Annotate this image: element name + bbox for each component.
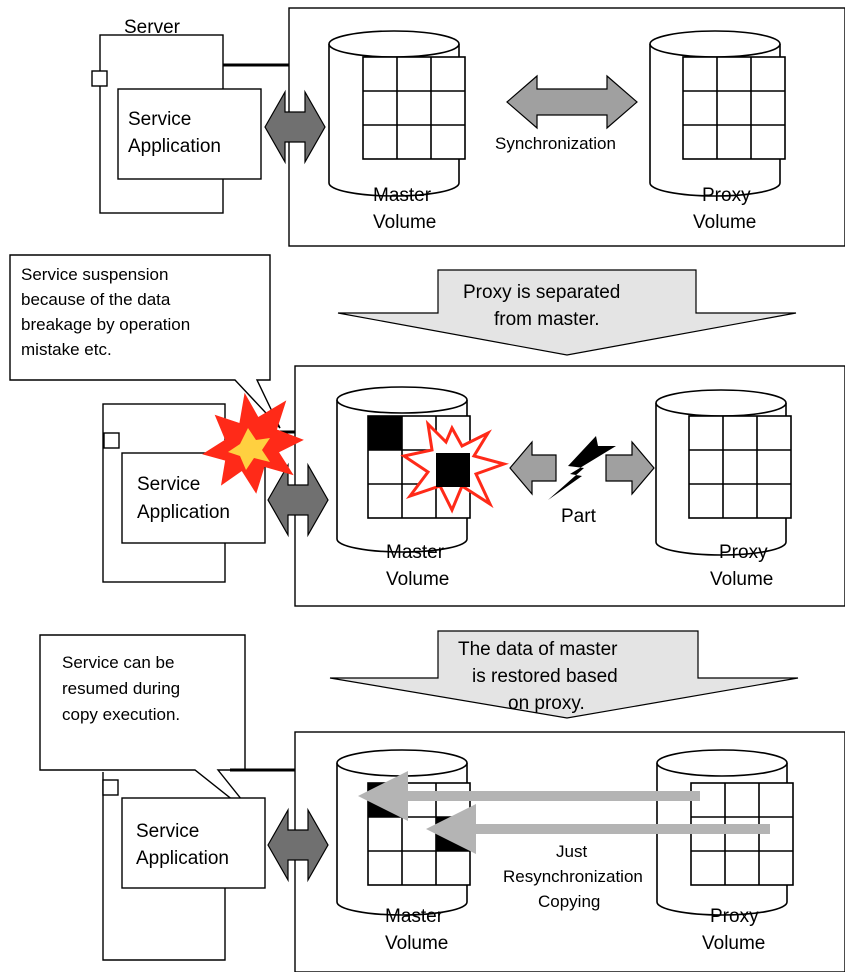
copy-label-line1: Just: [556, 842, 587, 861]
restore-banner-arrow-icon: [329, 630, 799, 719]
copy-label-line3: Copying: [538, 892, 600, 911]
service-label-line2: Application: [137, 502, 230, 523]
corrupted-block: [368, 416, 402, 450]
master-label-line1: Master: [386, 542, 445, 563]
panel-2: Service Application Master Volume Proxy …: [102, 365, 845, 607]
transition-1: Proxy is separated from master.: [337, 269, 797, 356]
service-application-box: [121, 797, 266, 889]
callout2-line3: copy execution.: [62, 705, 180, 724]
callout2-line2: resumed during: [62, 679, 180, 698]
proxy-volume-grid: [688, 415, 792, 519]
proxy-label-line1: Proxy: [702, 185, 751, 206]
server-label: Server: [124, 17, 181, 38]
callout1-line2: because of the data: [21, 290, 171, 309]
callout1-line3: breakage by operation: [21, 315, 190, 334]
service-label-line1: Service: [128, 109, 191, 130]
transition2-line2: is restored based: [472, 666, 618, 687]
transition-2: The data of master is restored based on …: [329, 630, 799, 719]
panel-3: Service Application Master Volume Proxy …: [102, 731, 845, 972]
master-label-line2: Volume: [386, 569, 449, 590]
suspension-callout-bubble: [9, 254, 281, 429]
callout-1: Service suspension because of the data b…: [9, 254, 281, 429]
lightning-bolt-icon: [548, 436, 616, 500]
service-label-line2: Application: [136, 848, 229, 869]
service-label-line1: Service: [137, 474, 200, 495]
master-label-line1: Master: [373, 185, 432, 206]
master-label-line2: Volume: [373, 212, 436, 233]
part-arrow-right-icon: [605, 440, 655, 496]
service-label-line1: Service: [136, 821, 199, 842]
callout1-line1: Service suspension: [21, 265, 168, 284]
panel-1: Server Service Application Master Volume…: [91, 7, 845, 247]
proxy-label-line2: Volume: [702, 933, 765, 954]
connection-port-icon: [102, 779, 119, 796]
explosion-core-icon: [228, 428, 270, 470]
callout2-line1: Service can be: [62, 653, 174, 672]
master-volume-grid: [362, 56, 466, 160]
sync-label: Synchronization: [495, 134, 616, 153]
part-label: Part: [561, 506, 597, 527]
service-application-box: [117, 88, 262, 180]
connection-port-icon: [91, 70, 108, 87]
transition2-line3: on proxy.: [508, 693, 585, 714]
sync-double-arrow-icon: [506, 74, 638, 130]
proxy-volume-grid: [682, 56, 786, 160]
corrupted-block: [436, 453, 470, 487]
server-box: [102, 772, 226, 961]
master-label-line2: Volume: [385, 933, 448, 954]
connection-port-icon: [103, 432, 120, 449]
proxy-label-line1: Proxy: [719, 542, 768, 563]
part-arrow-left-icon: [509, 440, 557, 496]
transition1-line2: from master.: [494, 309, 600, 330]
callout-2: Service can be resumed during copy execu…: [39, 634, 259, 821]
service-label-line2: Application: [128, 136, 221, 157]
corrupted-block: [436, 817, 470, 851]
copy-label-line2: Resynchronization: [503, 867, 643, 886]
callout1-line4: mistake etc.: [21, 340, 112, 359]
transition1-line1: Proxy is separated: [463, 282, 620, 303]
proxy-label-line1: Proxy: [710, 906, 759, 927]
proxy-label-line2: Volume: [710, 569, 773, 590]
corrupted-block: [368, 783, 402, 817]
resume-callout-bubble: [39, 634, 259, 821]
separation-banner-arrow-icon: [337, 269, 797, 356]
transition2-line1: The data of master: [458, 639, 618, 660]
master-label-line1: Master: [385, 906, 444, 927]
proxy-label-line2: Volume: [693, 212, 756, 233]
